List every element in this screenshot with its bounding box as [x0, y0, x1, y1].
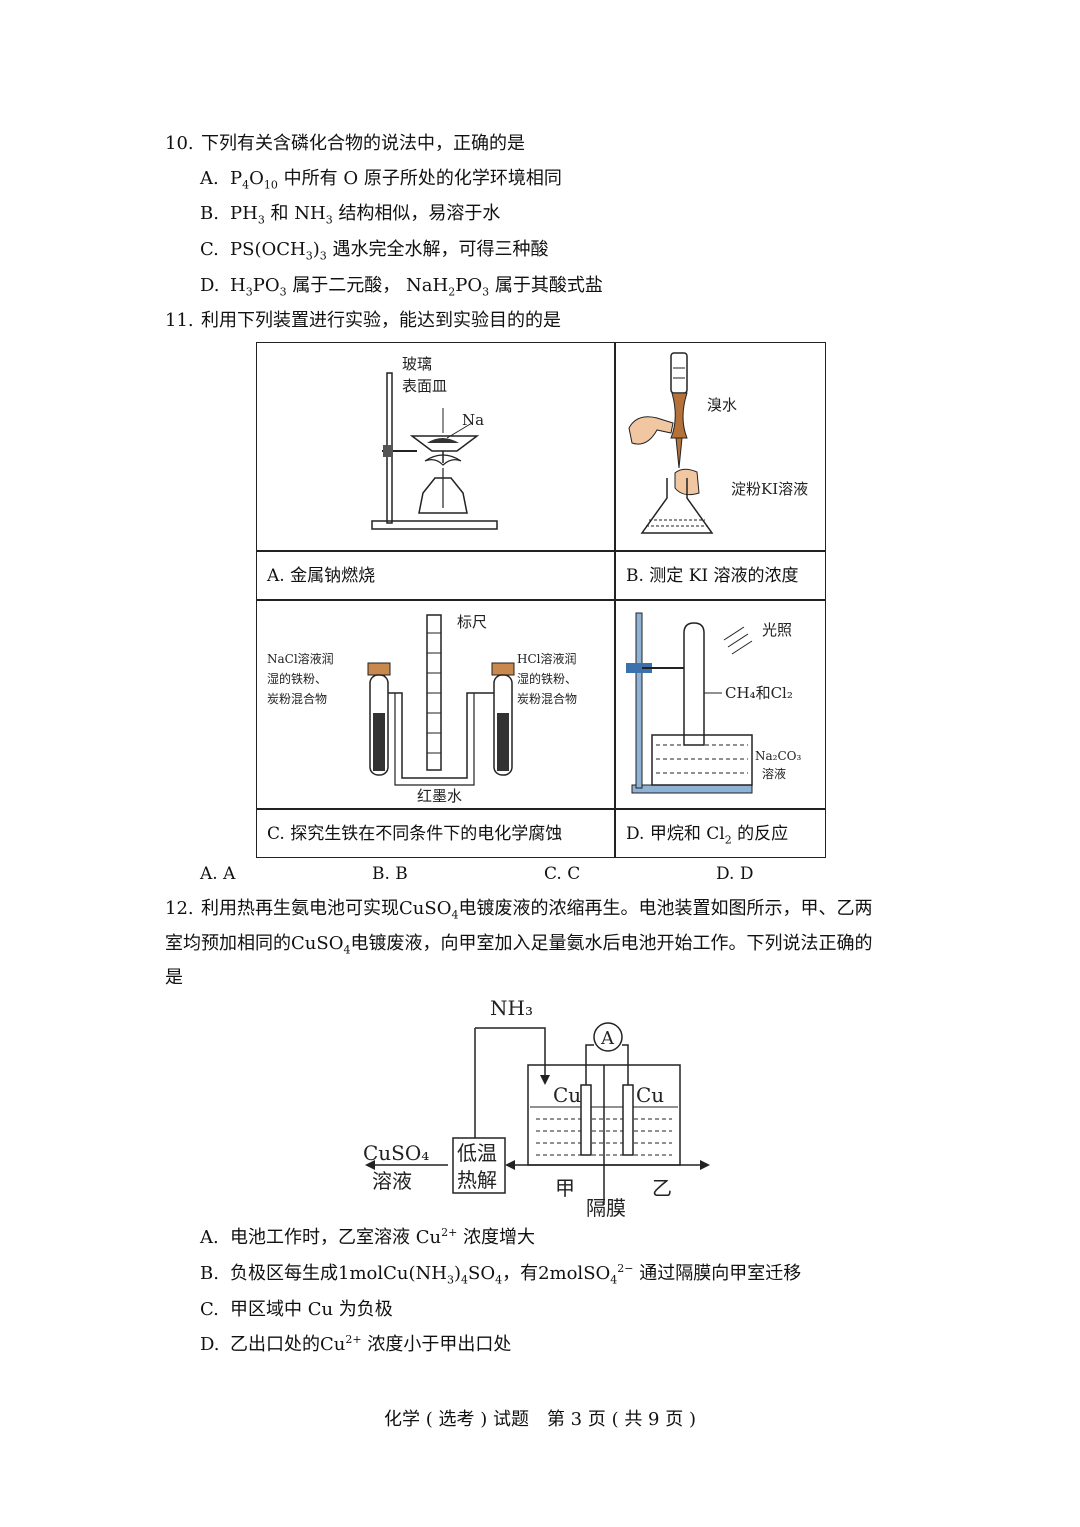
q10-stem-text: 下列有关含磷化合物的说法中，正确的是: [201, 133, 525, 154]
label-cu-left: Cu: [553, 1083, 581, 1107]
q10-option-c: C.PS(OCH3)3 遇水完全水解，可得三种酸: [200, 239, 549, 263]
svg-text:炭粉混合物: 炭粉混合物: [267, 691, 327, 706]
label-na: Na: [462, 411, 484, 429]
label-glass: 玻璃: [402, 355, 432, 373]
ammonia-battery-figure: NH₃ A Cu Cu CuSO₄ 溶液 低温 热解 甲 乙 隔膜: [363, 996, 710, 1220]
label-jia: 甲: [555, 1176, 575, 1200]
q10-stem: 10. 下列有关含磷化合物的说法中，正确的是: [165, 133, 525, 155]
q12-stem-line2: 室均预加相同的CuSO4电镀废液，向甲室加入足量氨水后电池开始工作。下列说法正确…: [165, 933, 873, 957]
page-footer: 化学 ( 选考 ) 试题 第 3 页 ( 共 9 页 ): [384, 1409, 696, 1430]
q11-choice-a[interactable]: A. A: [200, 864, 236, 884]
label-low-temp: 低温: [457, 1141, 497, 1165]
label-cuso4-out: CuSO₄: [363, 1141, 429, 1165]
q12-stem-line3: 是: [165, 967, 183, 988]
label-bromine-water: 溴水: [707, 396, 737, 414]
q12-option-a: A.电池工作时，乙室溶液 Cu2+ 浓度增大: [200, 1226, 536, 1248]
caption-c: C. 探究生铁在不同条件下的电化学腐蚀: [267, 824, 563, 844]
label-cu-right: Cu: [636, 1083, 664, 1107]
q12-stem-line1: 12.利用热再生氨电池可实现CuSO4电镀废液的浓缩再生。电池装置如图所示，甲、…: [165, 898, 873, 922]
q12-number: 12.: [165, 898, 194, 919]
label-yi: 乙: [652, 1176, 672, 1200]
q10-number: 10.: [165, 133, 194, 154]
label-light: 光照: [762, 621, 792, 639]
q11-stem: 11. 利用下列装置进行实验，能达到实验目的的是: [165, 310, 561, 332]
label-watch-glass: 表面皿: [402, 377, 447, 395]
caption-b: B. 测定 KI 溶液的浓度: [626, 566, 799, 586]
svg-text:湿的铁粉、: 湿的铁粉、: [517, 671, 577, 686]
q10-option-a: A.P4O10 中所有 O 原子所处的化学环境相同: [200, 168, 562, 192]
svg-text:湿的铁粉、: 湿的铁粉、: [267, 671, 327, 686]
svg-text:NaCl溶液润: NaCl溶液润: [267, 651, 334, 666]
q11-stem-text: 利用下列装置进行实验，能达到实验目的的是: [201, 310, 561, 331]
label-red-ink: 红墨水: [417, 787, 462, 803]
caption-a: A. 金属钠燃烧: [267, 566, 376, 586]
methane-chlorination-figure: 光照 CH₄和Cl₂ Na₂CO₃ 溶液: [626, 612, 801, 794]
q11-choice-c[interactable]: C. C: [544, 864, 581, 884]
caption-d: D. 甲烷和 Cl2 的反应: [626, 824, 789, 847]
label-starch-ki: 淀粉KI溶液: [731, 480, 808, 498]
ammeter-icon: A: [600, 1028, 615, 1049]
titration-figure: 溴水 淀粉KI溶液: [628, 352, 808, 534]
label-ch4-cl2: CH₄和Cl₂: [725, 684, 793, 702]
label-nh3: NH₃: [490, 996, 533, 1020]
q11-number: 11.: [165, 310, 194, 331]
corrosion-figure: 标尺 NaCl溶液润 湿的铁粉、 炭粉混合物 HCl溶液润 湿的铁粉、 炭粉混合…: [267, 613, 577, 803]
q12-option-c: C.甲区域中 Cu 为负极: [200, 1299, 393, 1320]
label-pyrolysis: 热解: [457, 1168, 497, 1192]
label-membrane: 隔膜: [586, 1196, 626, 1220]
svg-text:HCl溶液润: HCl溶液润: [517, 651, 577, 666]
sodium-combustion-figure: 玻璃 表面皿 Na: [371, 355, 498, 530]
q10-option-d: D.H3PO3 属于二元酸， NaH2PO3 属于其酸式盐: [200, 275, 603, 299]
q11-choice-b[interactable]: B. B: [372, 864, 408, 884]
label-ruler: 标尺: [457, 613, 487, 631]
q10-option-b: B.PH3 和 NH3 结构相似，易溶于水: [200, 203, 501, 227]
q11-choice-d[interactable]: D. D: [716, 864, 754, 884]
label-na2co3: Na₂CO₃: [755, 749, 801, 763]
experiment-table: 玻璃 表面皿 Na 溴水 淀粉KI溶液 A. 金属钠燃烧 B. 测定 KI 溶液…: [256, 342, 826, 858]
q12-option-b: B.负极区每生成1molCu(NH3)4SO4，有2molSO42− 通过隔膜向…: [200, 1262, 802, 1287]
label-solution: 溶液: [762, 766, 786, 781]
label-solution-out: 溶液: [372, 1169, 412, 1193]
svg-text:炭粉混合物: 炭粉混合物: [517, 691, 577, 706]
q12-option-d: D.乙出口处的Cu2+ 浓度小于甲出口处: [200, 1333, 512, 1355]
